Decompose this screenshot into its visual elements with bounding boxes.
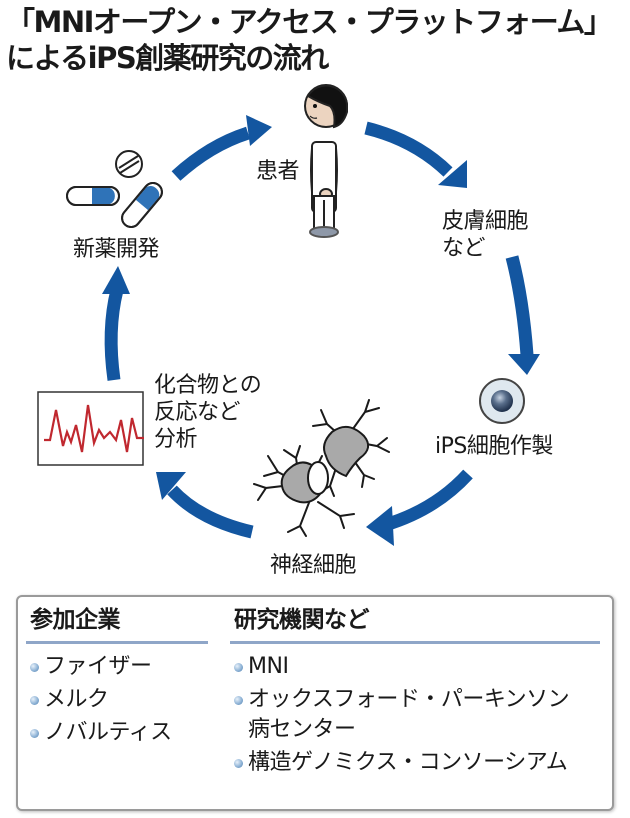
person-icon <box>304 84 348 238</box>
bullet-icon <box>234 696 243 705</box>
institution-item: 構造ゲノミクス・コンソーシアム <box>230 748 600 778</box>
company-item: メルク <box>26 685 208 715</box>
arrow-drug-to-patient <box>171 115 272 181</box>
step-label-neurons: 神経細胞 <box>270 553 357 578</box>
step-label-analysis: 化合物との 反応など 分析 <box>154 372 262 453</box>
arrow-skin-to-ips <box>505 255 540 375</box>
companies-divider <box>26 641 208 644</box>
participants-box: 参加企業 ファイザー メルク ノバルティス 研究機関など MNI オックスフォー… <box>16 595 614 811</box>
ips-cell-icon <box>479 378 525 424</box>
bullet-icon <box>30 696 39 705</box>
neuron-icon <box>253 399 390 537</box>
analysis-line-3: 分析 <box>154 427 198 452</box>
diagram-title: 「MNIオープン・アクセス・プラットフォーム」 によるiPS創薬研究の流れ <box>6 4 613 76</box>
bullet-icon <box>234 663 243 672</box>
cycle-diagram <box>37 84 540 546</box>
skin-cells-line-1: 皮膚細胞 <box>442 209 529 234</box>
bullet-icon <box>234 759 243 768</box>
institutions-heading: 研究機関など <box>234 607 370 633</box>
company-item: ノバルティス <box>26 718 208 748</box>
waveform-chart-icon <box>37 391 144 466</box>
bullet-icon <box>30 729 39 738</box>
analysis-line-1: 化合物との <box>154 373 262 398</box>
institutions-divider <box>230 641 600 644</box>
title-line-2: によるiPS創薬研究の流れ <box>6 41 329 75</box>
step-label-drug-dev: 新薬開発 <box>73 237 160 262</box>
step-label-ips: iPS細胞作製 <box>435 434 553 459</box>
arrow-patient-to-skin <box>364 121 467 188</box>
companies-column: 参加企業 ファイザー メルク ノバルティス <box>26 603 208 751</box>
companies-heading: 参加企業 <box>30 607 121 633</box>
step-label-patient: 患者 <box>256 159 300 184</box>
institution-item: オックスフォード・パーキンソン病センター <box>230 685 600 745</box>
arrow-analysis-to-drug <box>102 266 130 381</box>
arrow-neurons-to-analysis <box>156 472 254 539</box>
step-label-skin-cells: 皮膚細胞 など <box>442 208 529 262</box>
institution-item: MNI <box>230 652 600 682</box>
analysis-line-2: 反応など <box>154 400 241 425</box>
pills-icon <box>66 150 163 229</box>
company-item: ファイザー <box>26 652 208 682</box>
title-line-1: 「MNIオープン・アクセス・プラットフォーム」 <box>6 5 613 39</box>
skin-cells-line-2: など <box>442 236 486 261</box>
institutions-column: 研究機関など MNI オックスフォード・パーキンソン病センター 構造ゲノミクス・… <box>230 603 600 781</box>
bullet-icon <box>30 663 39 672</box>
arrow-ips-to-neurons <box>366 469 473 546</box>
